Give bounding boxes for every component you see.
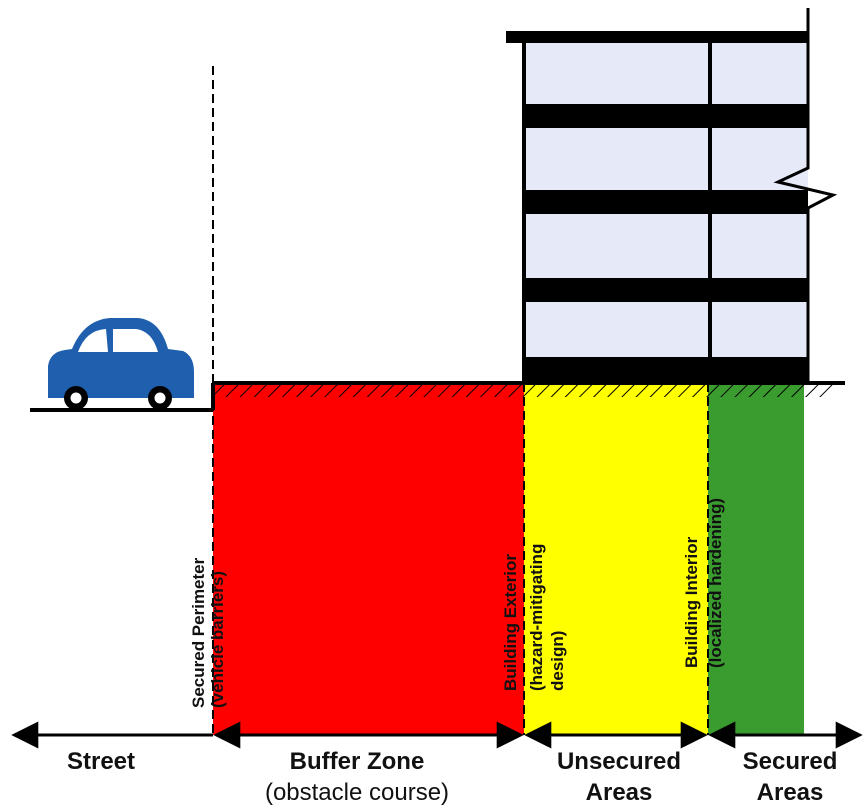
secured-areas-label: Secured (743, 748, 838, 775)
floor-slab (524, 104, 808, 128)
secured-areas-label-2: Areas (757, 779, 824, 806)
floor-slab (524, 278, 808, 302)
building-exterior-sublabel: (hazard-mitigating (527, 544, 546, 691)
building-exterior-sublabel-2: design) (548, 631, 567, 691)
building-exterior-label: Building Exterior (501, 554, 520, 691)
building (506, 8, 838, 383)
building-interior-sublabel: (localized hardening) (706, 498, 725, 668)
secured-perimeter-label: Secured Perimeter (189, 557, 208, 708)
unsecured-areas-label: Unsecured (557, 748, 681, 775)
roof-slab (506, 31, 808, 43)
street-label: Street (67, 748, 135, 775)
unsecured-areas-label-2: Areas (586, 779, 653, 806)
building-interior-label: Building Interior (682, 536, 701, 668)
secured-areas-zone (708, 383, 804, 735)
unsecured-areas-zone (524, 383, 708, 735)
car-icon (48, 318, 194, 410)
break-line-icon (773, 8, 838, 383)
secured-perimeter-sublabel: (vehicle barriers) (208, 571, 227, 708)
buffer-zone-area (213, 383, 524, 735)
floor-slab (524, 357, 808, 383)
buffer-zone-sublabel: (obstacle course) (265, 779, 449, 806)
buffer-zone-label: Buffer Zone (290, 748, 425, 775)
floor-slab (524, 190, 808, 214)
